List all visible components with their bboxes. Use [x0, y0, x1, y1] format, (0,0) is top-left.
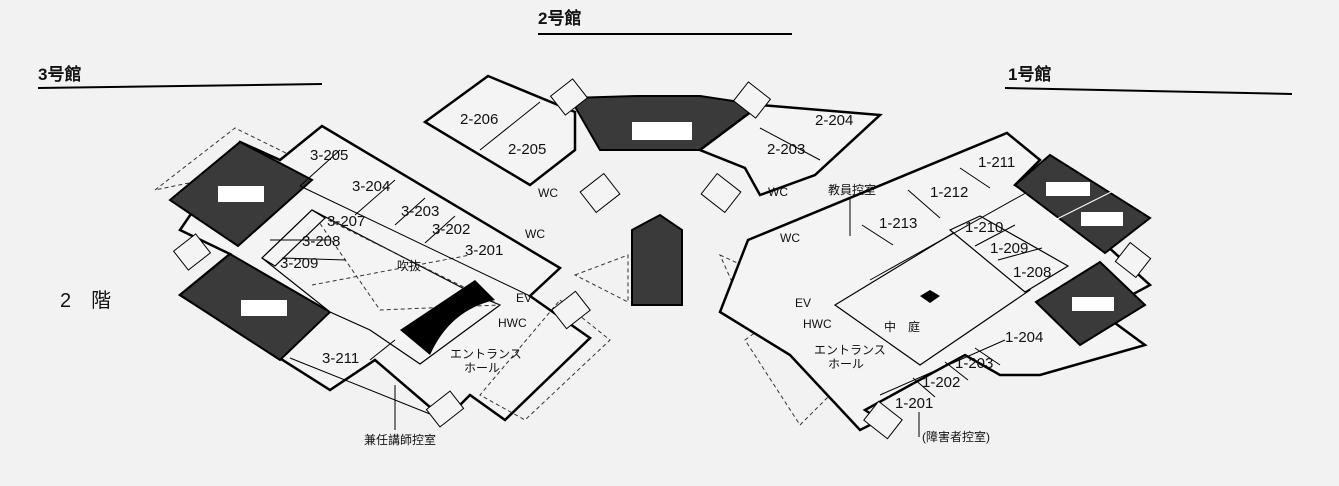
adjunct-lecturer-room-label: 兼任講師控室	[364, 432, 436, 447]
room-2-203: 2-203	[767, 141, 805, 158]
room-1-213: 1-213	[879, 215, 917, 232]
room-3-208: 3-208	[302, 233, 340, 250]
entrance-hall-label-b1-line1: エントランス	[814, 343, 886, 357]
ev-label-b3: EV	[516, 291, 532, 305]
hwc-label-b1: HWC	[803, 317, 832, 331]
floor-label: 2 階	[60, 289, 111, 312]
room-3-207: 3-207	[327, 213, 365, 230]
accessible-room-label: (障害者控室)	[922, 429, 990, 444]
entrance-hall-label-b3-line2: ホール	[464, 361, 500, 375]
room-3-209: 3-209	[280, 255, 318, 272]
room-1-209: 1-209	[990, 240, 1028, 257]
atrium-label: 吹抜	[397, 259, 421, 273]
room-2-206: 2-206	[460, 111, 498, 128]
room-3-211: 3-211	[322, 350, 359, 367]
building3-plan	[154, 124, 611, 428]
room-1-203: 1-203	[955, 355, 993, 372]
room-3-204: 3-204	[352, 178, 390, 195]
room-1-204: 1-204	[1005, 329, 1043, 346]
entrance-hall-label-b1-line2: ホール	[828, 357, 864, 371]
building1-title: 1号館	[1008, 64, 1051, 84]
room-1-202: 1-202	[922, 374, 960, 391]
room-3-202: 3-202	[432, 221, 470, 238]
room-1-201: 1-201	[895, 395, 933, 412]
room-3-203: 3-203	[401, 203, 439, 220]
building1-labels: 1-211 1-212 1-213 1-210 1-209 1-208 1-20…	[780, 154, 1051, 444]
wc-label-b1: WC	[780, 231, 800, 245]
building2-dark-lower	[631, 213, 683, 306]
hwc-label-b3: HWC	[498, 316, 527, 330]
courtyard-label: 中 庭	[884, 319, 920, 334]
wc-label-b2-left: WC	[538, 186, 558, 200]
room-3-201: 3-201	[465, 242, 503, 259]
header-building1: 1号館	[1004, 64, 1293, 95]
room-1-210: 1-210	[965, 219, 1003, 236]
building2-labels: 2-206 2-205 2-204 2-203 WC WC	[460, 111, 853, 200]
room-1-211: 1-211	[978, 154, 1015, 171]
header-building2: 2号館	[538, 8, 792, 35]
building1-plan	[718, 131, 1153, 440]
header-building3: 3号館	[37, 64, 323, 89]
wc-label-b2-right: WC	[768, 185, 788, 199]
entrance-hall-label-b3-line1: エントランス	[450, 347, 522, 361]
room-3-205: 3-205	[310, 147, 348, 164]
building2-title: 2号館	[538, 8, 581, 28]
room-2-204: 2-204	[815, 112, 853, 129]
building3-labels: 3-205 3-204 3-203 3-202 3-201 3-207 3-20…	[280, 147, 545, 447]
building3-title: 3号館	[38, 64, 81, 84]
wc-label-b3: WC	[525, 227, 545, 241]
building1-dark-room-upper	[1013, 153, 1152, 255]
room-1-212: 1-212	[930, 184, 968, 201]
ev-label-b1: EV	[795, 296, 811, 310]
room-2-205: 2-205	[508, 141, 546, 158]
faculty-room-label: 教員控室	[828, 182, 876, 197]
room-1-208: 1-208	[1013, 264, 1051, 281]
